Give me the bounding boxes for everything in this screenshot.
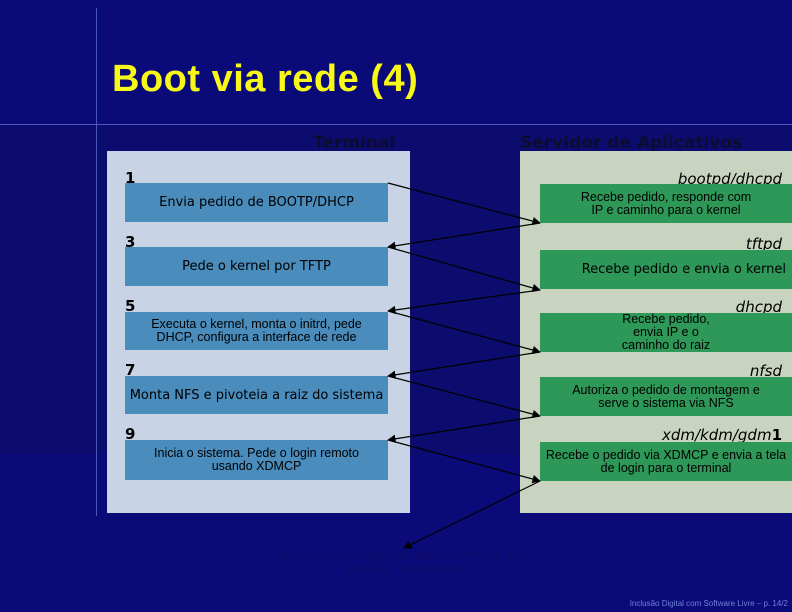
terminal-step-7: Monta NFS e pivoteia a raiz do sistema (125, 376, 388, 414)
service-label-nfsd: nfsd (749, 362, 782, 380)
arrow-6-to-7 (387, 351, 541, 379)
server-step-2: Recebe pedido, responde com IP e caminho… (540, 184, 792, 223)
service-label-tftpd: tftpd (745, 235, 782, 253)
terminal-heading: Terminal (313, 133, 396, 153)
service-label-xdm-suffix: 1 (771, 426, 782, 444)
step-number-3: 3 (125, 233, 136, 251)
service-label-xdm: xdm/kdm/gdm1 (662, 426, 782, 444)
arrow-8-to-9 (387, 415, 541, 443)
terminal-step-3: Pede o kernel por TFTP (125, 247, 388, 286)
service-label-dhcpd: dhcpd (735, 298, 782, 316)
server-step-10: Recebe o pedido via XDMCP e envia a tela… (540, 442, 792, 481)
step-number-7: 7 (125, 361, 136, 379)
service-label-xdm-text: xdm/kdm/gdm (661, 426, 772, 444)
server-step-4: Recebe pedido e envia o kernel (540, 250, 792, 289)
slide-horizontal-rule (0, 124, 792, 125)
top-band (0, 0, 792, 124)
arrow-4-to-5 (387, 289, 541, 315)
server-step-8: Autoriza o pedido de montagem e serve o … (540, 377, 792, 416)
arrow-2-to-3 (387, 222, 541, 250)
server-step-6: Recebe pedido, envia IP e o caminho do r… (540, 313, 792, 352)
slide-footer: Inclusão Digital com Software Livre – p.… (629, 599, 788, 608)
step-number-1: 1 (125, 169, 136, 187)
flow-caption: Execução dos programas no servidor com e… (278, 547, 532, 576)
arrow-7-to-8 (387, 375, 541, 419)
step-number-5: 5 (125, 297, 136, 315)
terminal-step-1: Envia pedido de BOOTP/DHCP (125, 183, 388, 222)
arrow-3-to-4 (387, 246, 541, 292)
step-number-9: 9 (125, 425, 136, 443)
slide-vertical-rule (96, 8, 97, 516)
arrow-1-to-2 (387, 182, 541, 226)
server-heading: Servidor de Aplicativos (520, 133, 743, 153)
terminal-step-5: Executa o kernel, monta o initrd, pede D… (125, 312, 388, 350)
service-label-bootpd: bootpd/dhcpd (677, 170, 782, 188)
arrow-5-to-6 (387, 310, 541, 355)
slide-title: Boot via rede (4) (112, 58, 419, 100)
terminal-step-9: Inicia o sistema. Pede o login remoto us… (125, 440, 388, 480)
arrow-10-to-caption (403, 480, 541, 549)
arrow-9-to-10 (387, 439, 541, 484)
